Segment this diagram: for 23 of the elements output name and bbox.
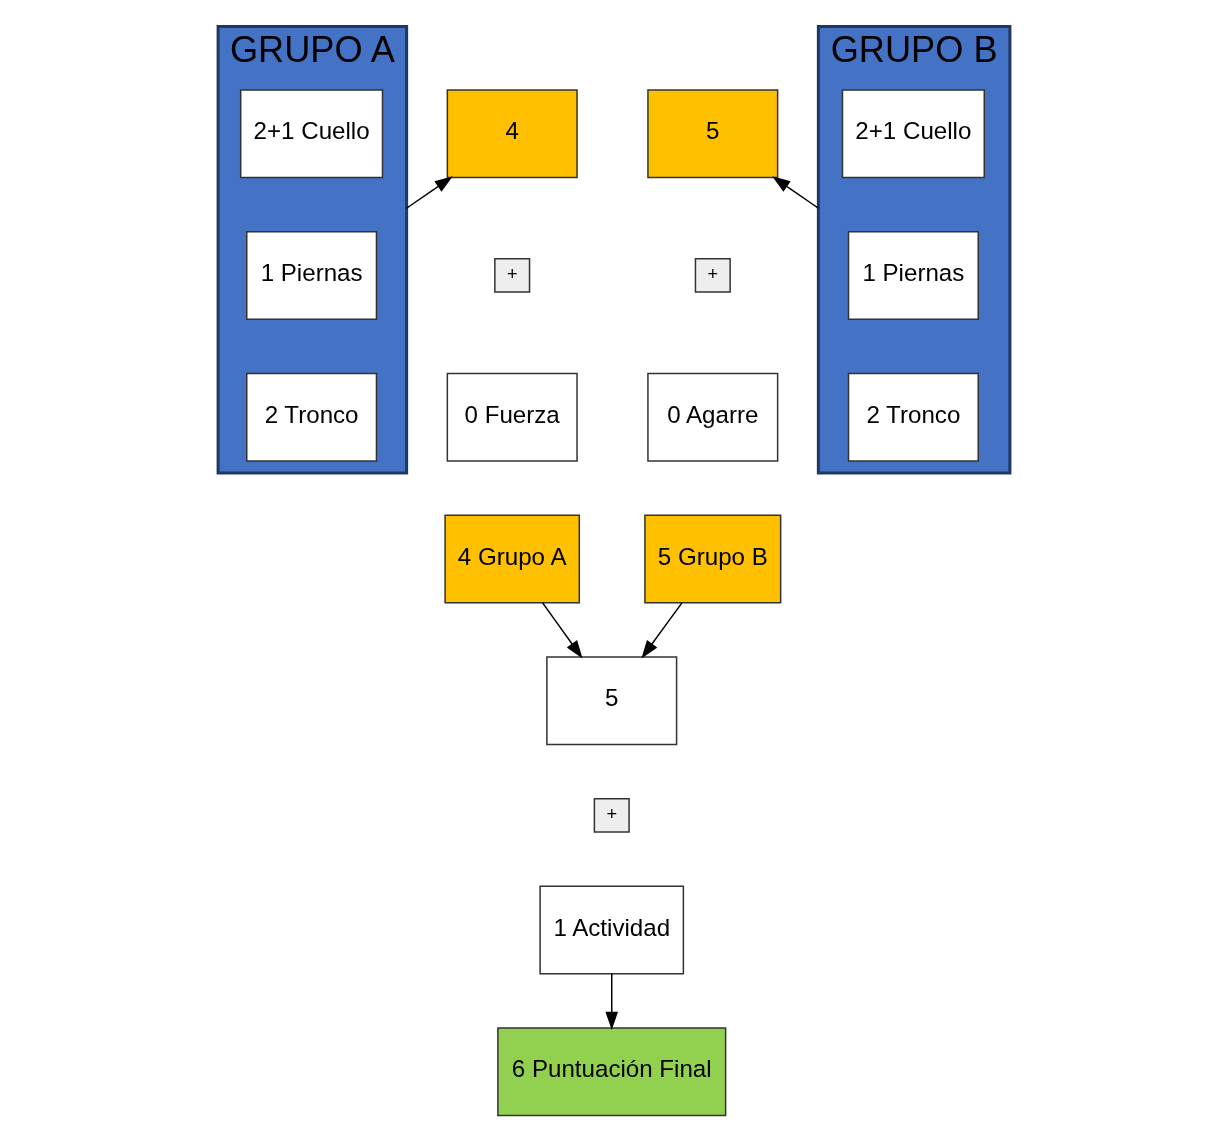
node-box: 5: [646, 89, 778, 179]
arrow: [604, 973, 618, 1030]
arrow: [541, 602, 582, 659]
node-box: 4: [446, 89, 578, 179]
node-box: 2+1 Cuello: [841, 89, 985, 179]
arrow: [405, 176, 453, 209]
arrow: [771, 176, 819, 209]
node-box: 5: [545, 656, 677, 746]
node-box: +: [493, 258, 530, 293]
node-box: 4 Grupo A: [443, 514, 580, 604]
node-box: 2 Tronco: [847, 372, 979, 462]
node-box: +: [593, 798, 630, 833]
node-box: 5 Grupo B: [643, 514, 781, 604]
node-box: 6 Puntuación Final: [496, 1027, 726, 1117]
node-box: 0 Agarre: [646, 372, 778, 462]
node-box: 0 Fuerza: [446, 372, 578, 462]
node-box: 2+1 Cuello: [239, 89, 383, 179]
node-box: 1 Piernas: [847, 230, 979, 320]
arrow: [640, 602, 683, 659]
node-box: 1 Actividad: [538, 885, 684, 975]
node-box: 2 Tronco: [245, 372, 377, 462]
node-box: +: [694, 258, 731, 293]
node-box: 1 Piernas: [245, 230, 377, 320]
